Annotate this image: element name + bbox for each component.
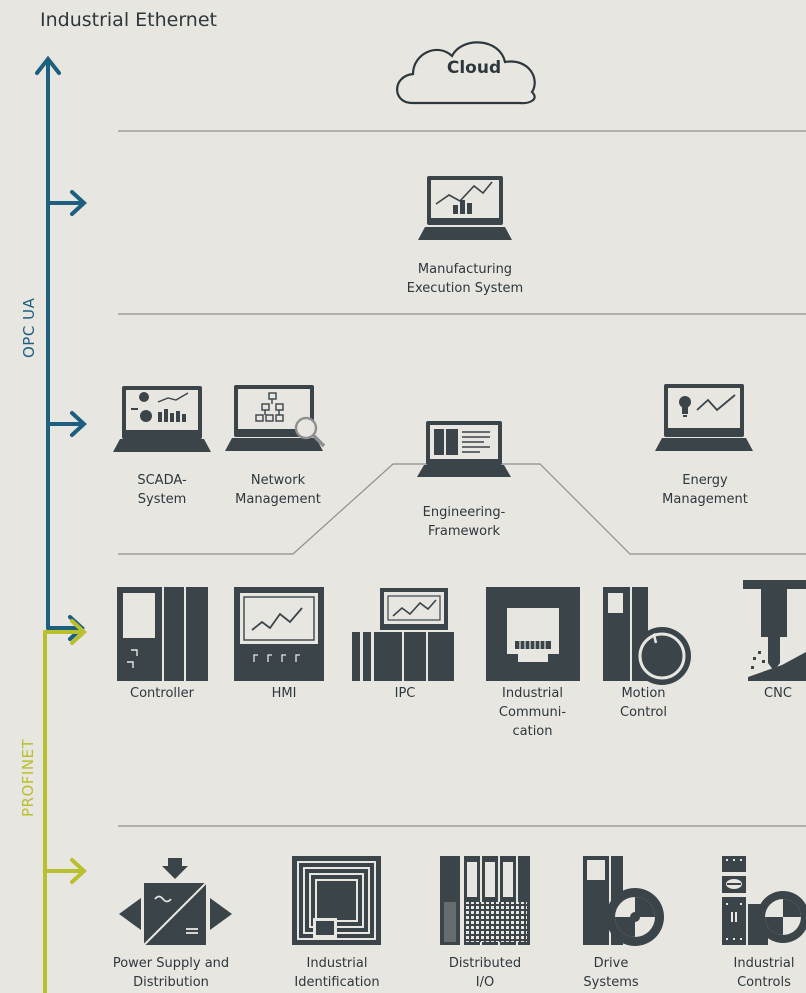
engineering-laptop-icon [417, 421, 511, 477]
industrial-controls-label: Industrial Controls [733, 956, 795, 990]
power-supply-label: Power Supply and Distribution [112, 956, 230, 990]
hmi-label: HMI [271, 686, 297, 701]
scada-label: SCADA- System [137, 473, 187, 507]
industrial-identification-label: Industrial Identification [294, 956, 380, 990]
drive-systems-label: Drive Systems [583, 956, 639, 990]
network-management-label: Network Management [235, 473, 321, 507]
energy-laptop-icon [655, 384, 753, 451]
cnc-device-icon [743, 580, 806, 681]
ipc-device-icon [352, 588, 454, 681]
power-supply-device-icon [119, 858, 232, 946]
scada-laptop-icon [113, 386, 211, 452]
hmi-device-icon [234, 587, 324, 681]
ipc-label: IPC [394, 686, 416, 701]
drive-device-icon [583, 856, 664, 946]
motion-control-device-icon [603, 587, 691, 685]
distributed-io-device-icon [440, 856, 530, 945]
industrial-communication-label: Industrial Communi- cation [498, 686, 567, 739]
mes-laptop-icon [418, 176, 512, 240]
page-title: Industrial Ethernet [40, 9, 217, 31]
mes-label: Manufacturing Execution System [406, 262, 524, 296]
profinet-label: PROFINET [19, 738, 37, 817]
rfid-device-icon [292, 856, 381, 945]
cloud-icon [396, 41, 536, 105]
industrial-controls-device-icon [722, 856, 806, 945]
engineering-framework-label: Engineering- Framework [422, 505, 506, 539]
energy-management-label: Energy Management [662, 473, 748, 507]
controller-device-icon [117, 587, 208, 681]
cloud-label: Cloud [446, 58, 502, 78]
motion-control-label: Motion Control [620, 686, 667, 720]
distributed-io-label: Distributed I/O [448, 956, 522, 990]
controller-label: Controller [130, 686, 194, 701]
opc-ua-axis [35, 55, 87, 641]
cnc-label: CNC [764, 686, 792, 701]
opc-ua-label: OPC UA [20, 297, 38, 358]
ethernet-port-device-icon [486, 587, 580, 681]
profinet-axis [43, 619, 87, 993]
network-laptop-icon [225, 385, 326, 451]
